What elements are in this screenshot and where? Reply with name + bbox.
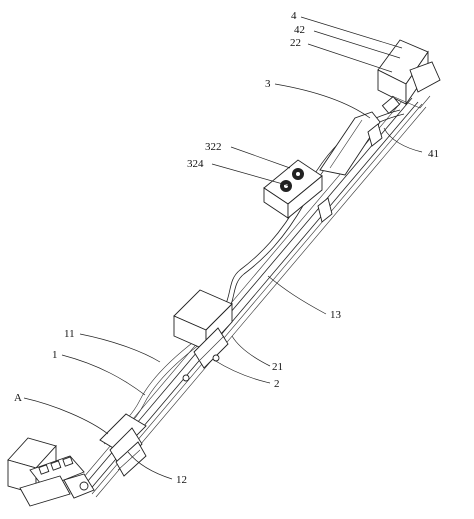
middle-carriage bbox=[173, 289, 233, 382]
cable-hose bbox=[99, 109, 405, 445]
label-21: 21 bbox=[272, 361, 283, 373]
label-4: 4 bbox=[291, 10, 297, 22]
label-3: 3 bbox=[265, 78, 271, 90]
fan-box bbox=[263, 159, 323, 219]
label-11: 11 bbox=[64, 328, 75, 340]
label-1: 1 bbox=[52, 349, 58, 361]
lower-carriage bbox=[99, 413, 147, 477]
top-end-unit bbox=[377, 39, 441, 114]
bottom-end-unit bbox=[7, 437, 95, 507]
label-A: A bbox=[14, 392, 22, 404]
label-42: 42 bbox=[294, 24, 305, 36]
label-22: 22 bbox=[290, 37, 301, 49]
label-322: 322 bbox=[205, 141, 222, 153]
callout-labels: 4 42 22 3 41 322 324 13 11 1 21 2 A 12 bbox=[14, 10, 439, 486]
label-324: 324 bbox=[187, 158, 204, 170]
label-12: 12 bbox=[176, 474, 187, 486]
upper-housing bbox=[319, 111, 381, 176]
label-41: 41 bbox=[428, 148, 439, 160]
upper-brackets bbox=[317, 123, 383, 223]
label-2: 2 bbox=[274, 378, 280, 390]
label-13: 13 bbox=[330, 309, 342, 321]
leader-lines bbox=[23, 16, 423, 480]
